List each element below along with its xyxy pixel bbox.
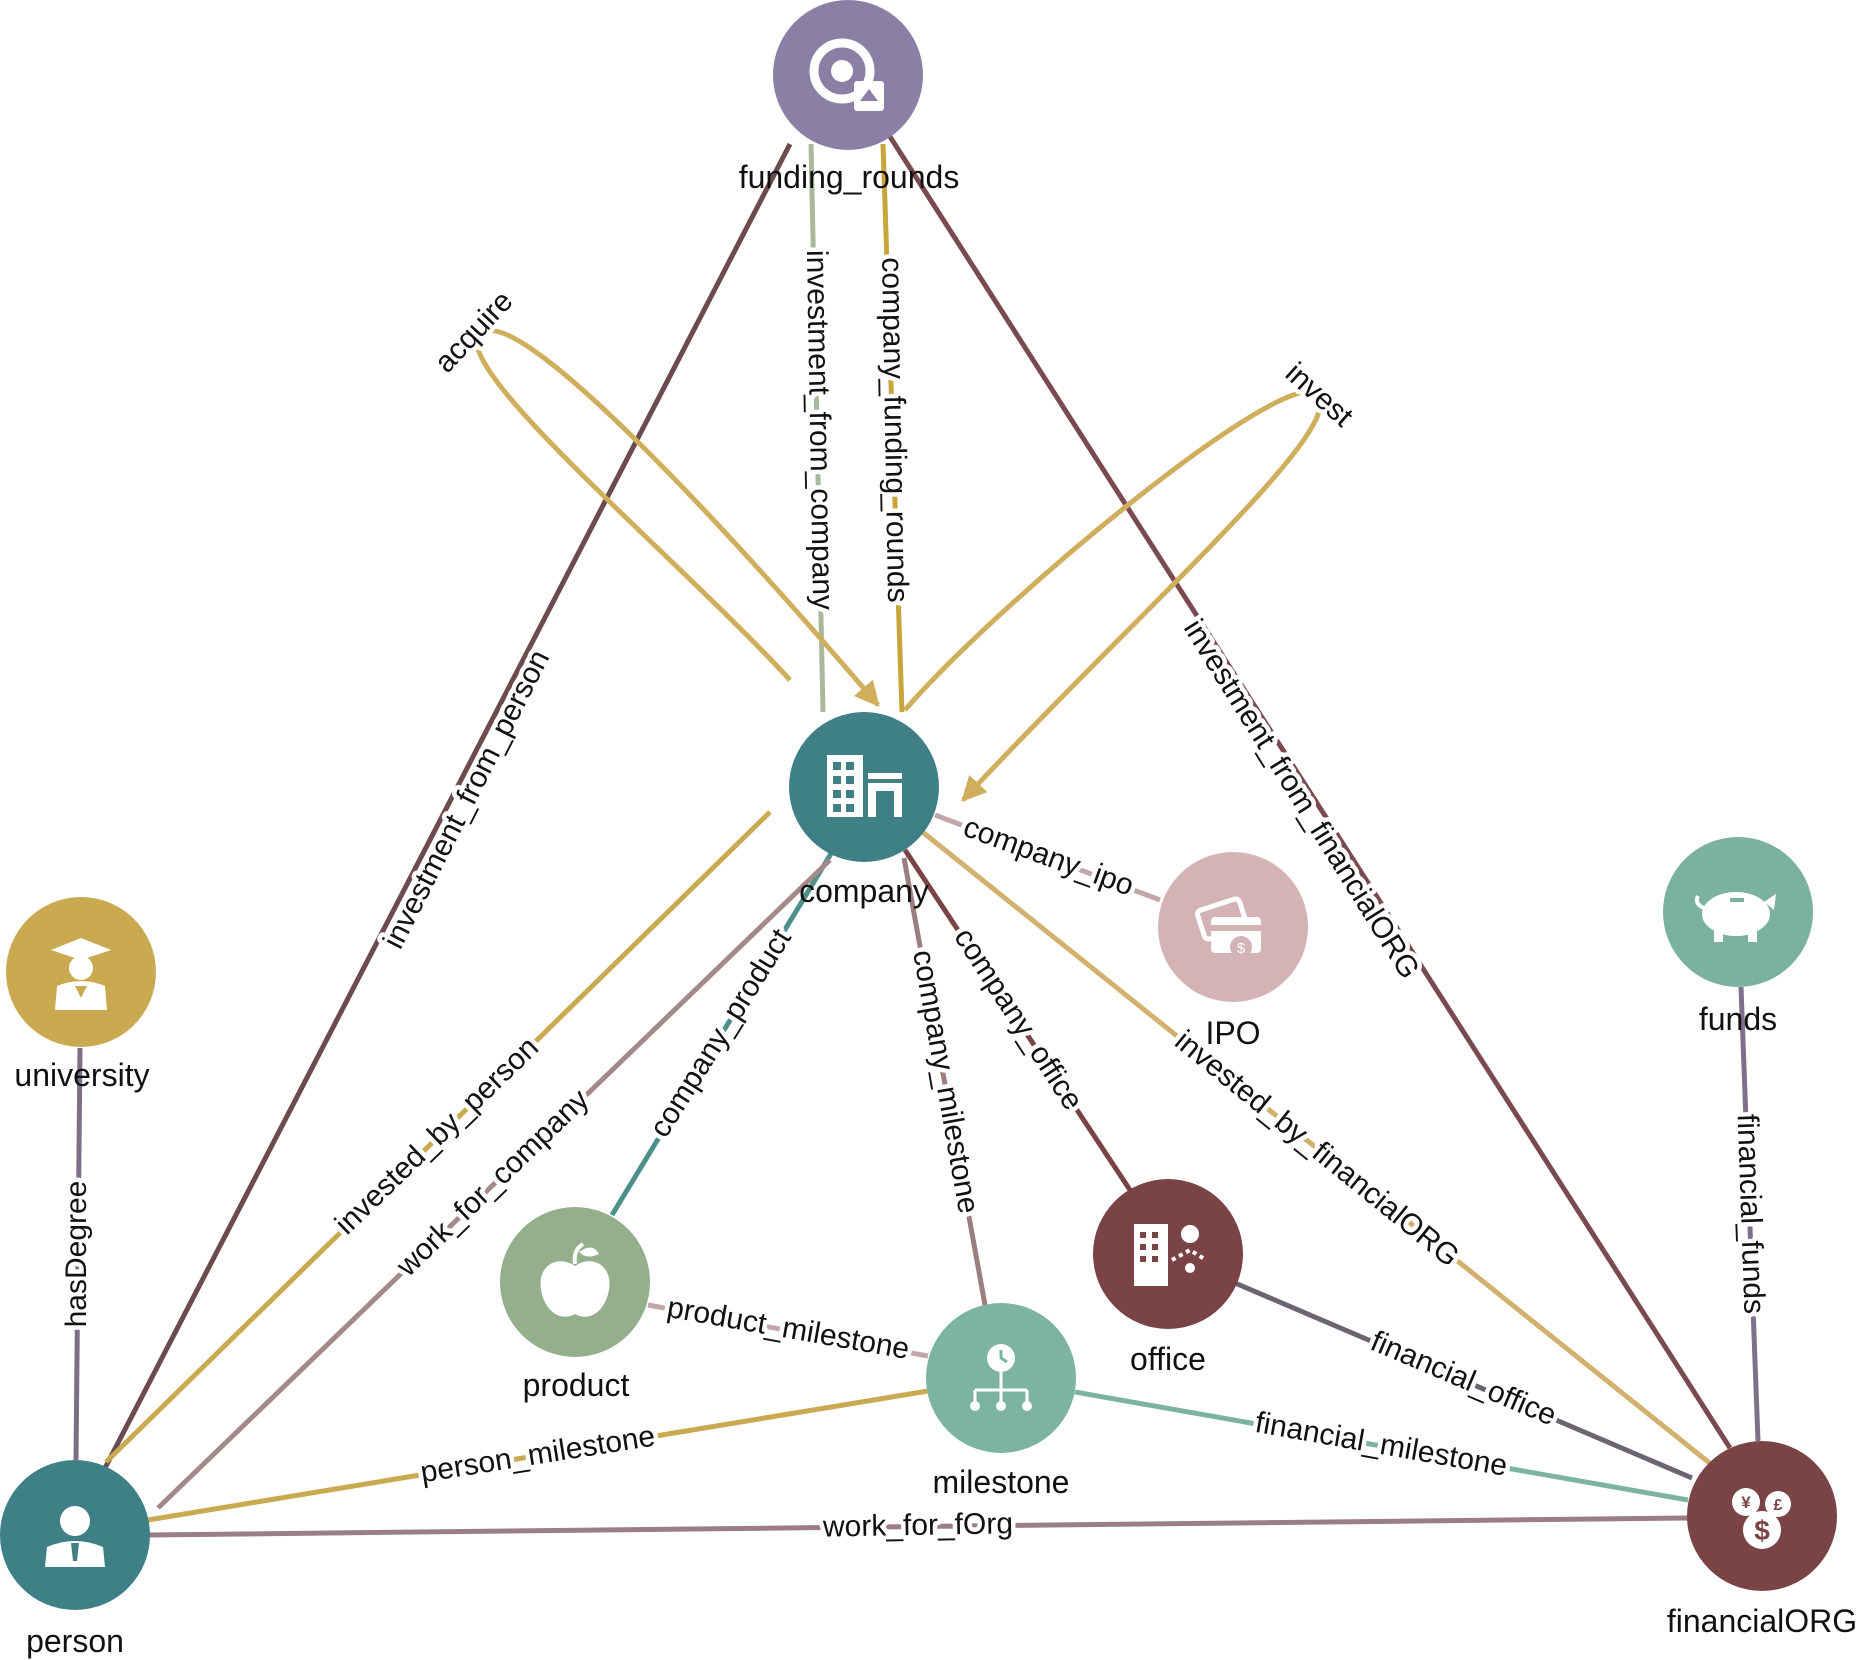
edge-financial-funds[interactable] [1738,986,1761,1442]
edge-company-milestone[interactable] [901,857,988,1306]
node-label: office [1130,1341,1206,1377]
edge-hasDegree[interactable] [73,1047,83,1461]
graduate-icon [51,938,111,1010]
edge-invested-by-person[interactable] [104,810,772,1464]
ipo-cards-icon: $ [1194,896,1261,958]
svg-text:$: $ [1754,1515,1770,1546]
edges-layer [73,130,1761,1538]
edge-investment-from-company[interactable] [808,143,826,713]
edge-company-ipo[interactable] [934,812,1161,903]
node-label: IPO [1205,1015,1260,1051]
node-person[interactable]: person [0,1460,150,1659]
node-office[interactable]: office [1093,1179,1243,1377]
milestone-icon [970,1344,1032,1411]
node-label: company [799,873,929,909]
edge-investment-from-person[interactable] [101,142,793,1472]
edge-acquire[interactable] [474,328,880,707]
edge-label-product-milestone: product_milestone [665,1291,912,1366]
node-label: financialORG [1667,1603,1857,1639]
node-financialorg[interactable]: ¥ £ $ financialORG [1667,1441,1857,1639]
edge-company-office[interactable] [902,848,1133,1192]
node-university[interactable]: university [6,897,156,1093]
svg-text:£: £ [1774,1497,1783,1514]
edge-label-investment-from-person: investment_from_person [377,645,556,954]
svg-text:$: $ [1237,940,1246,957]
edge-work-for-company[interactable] [156,858,832,1510]
node-ipo[interactable]: $ IPO [1158,852,1308,1051]
edge-invested-by-financialORG[interactable] [918,828,1714,1467]
node-label: milestone [933,1464,1070,1500]
edge-company-product[interactable] [609,850,835,1217]
node-circle[interactable] [789,712,939,862]
edge-work-for-fOrg[interactable] [147,1515,1689,1538]
currency-icon: ¥ £ $ [1732,1488,1791,1549]
edge-label-financial-funds: financial_funds [1731,1113,1771,1314]
edge-label-person-milestone: person_milestone [418,1420,657,1490]
edge-investment-from-financialORG[interactable] [884,130,1733,1450]
node-label: university [14,1057,149,1093]
edge-label-company-product: company_product [643,923,798,1143]
edge-label-company-funding-rounds: company_funding_rounds [875,257,914,603]
edge-label-hasDegree: hasDegree [60,1181,93,1328]
edge-financial-milestone[interactable] [1074,1389,1689,1503]
funding-rounds-icon [809,38,884,111]
node-funds[interactable]: funds [1663,837,1813,1037]
node-funding-rounds[interactable]: funding_rounds [739,0,960,195]
node-label: funding_rounds [739,159,960,195]
edge-person-milestone[interactable] [147,1388,929,1523]
edge-label-financial-office: financial_office [1366,1325,1561,1433]
edge-product-milestone[interactable] [647,1302,929,1359]
edge-label-company-ipo: company_ipo [959,810,1138,902]
edge-label-work-for-fOrg: work_for_fOrg [822,1507,1014,1543]
edge-financial-office[interactable] [1234,1280,1693,1481]
node-label: funds [1699,1001,1777,1037]
edge-label-invested-by-person: invested_by_person [329,1031,545,1241]
piggy-bank-icon [1694,892,1776,942]
svg-text:¥: ¥ [1741,1493,1751,1512]
node-company[interactable]: company [789,712,939,909]
node-product[interactable]: product [500,1207,650,1403]
person-icon [45,1506,105,1567]
edge-label-investment-from-company: investment_from_company [800,250,839,611]
building-icon [827,755,902,817]
edge-company-funding-rounds[interactable] [880,143,905,713]
office-icon [1134,1224,1208,1286]
node-milestone[interactable]: milestone [926,1303,1076,1500]
node-label: product [523,1367,630,1403]
node-label: person [26,1623,124,1659]
apple-icon [540,1242,610,1317]
edge-invest[interactable] [903,389,1323,802]
edge-label-company-milestone: company_milestone [906,947,985,1215]
edge-label-financial-milestone: financial_milestone [1253,1406,1510,1483]
